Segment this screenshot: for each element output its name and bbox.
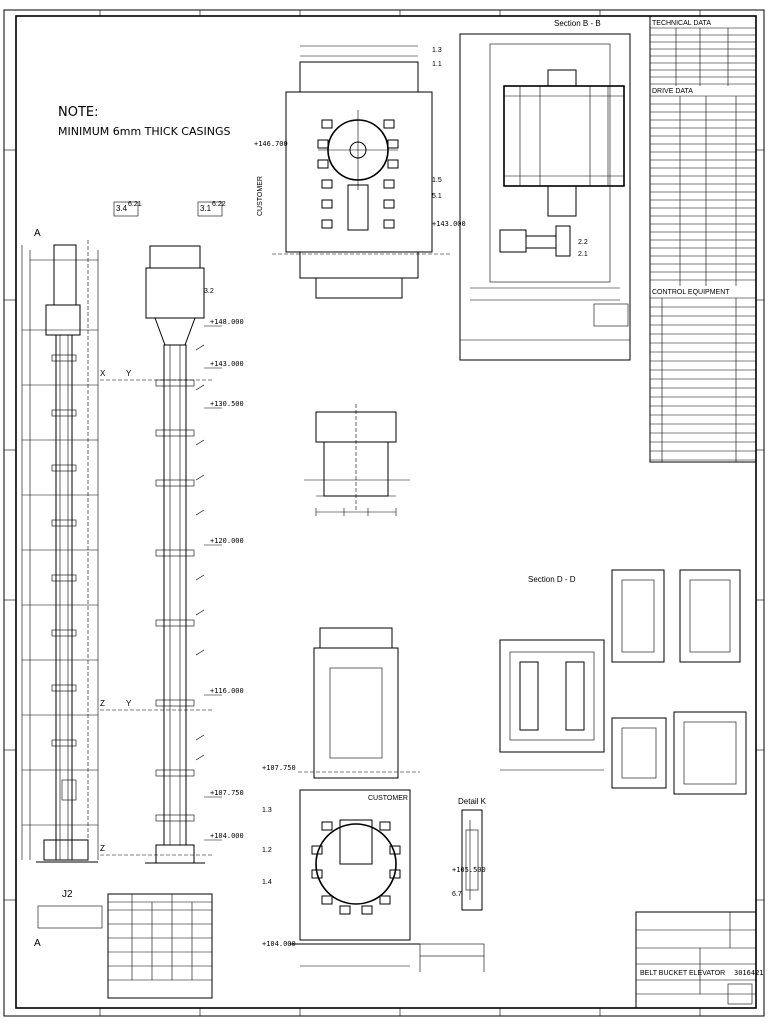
detail-k-title: Detail K <box>458 797 487 806</box>
customer-label: CUSTOMER <box>368 795 408 802</box>
technical-data-table: TECHNICAL DATA DRIVE DATA CONTROL EQUIPM… <box>649 15 757 463</box>
sheet-border <box>3 9 765 1017</box>
note-heading: NOTE: <box>58 105 99 120</box>
drive-data-title: DRIVE DATA <box>652 88 693 95</box>
callout-1-3: 1.3 <box>432 47 442 54</box>
level-z-label: Z <box>100 699 105 708</box>
flange-details <box>611 569 747 795</box>
detail-level-105500: +105.500 <box>452 866 486 874</box>
callout-6-22: 6.22 <box>212 201 226 208</box>
level-143000-side: +143.000 <box>210 360 244 368</box>
section-b-b-view: Section B - B 2.2 2.1 <box>459 19 631 361</box>
technical-data-columns <box>661 28 737 462</box>
callout-3-2: 3.2 <box>204 288 214 295</box>
detail-mark-j2: J2 <box>62 889 73 900</box>
level-y-label: Y <box>126 369 132 378</box>
front-elevation: X Y Z Y Z +148.000 +143.000 +130.500 +12… <box>100 201 244 999</box>
callout-2-1: 2.1 <box>578 251 588 258</box>
head-section-view: 1.3 1.1 1.5 5.1 +146.700 +143.000 CUSTOM… <box>254 45 466 299</box>
level-107750: +107.750 <box>210 789 244 797</box>
callout-1-4-boot: 1.4 <box>262 879 272 886</box>
note-text: MINIMUM 6mm THICK CASINGS <box>58 125 230 138</box>
level-120000: +120.000 <box>210 537 244 545</box>
general-note: NOTE: MINIMUM 6mm THICK CASINGS <box>58 105 230 138</box>
customer-vertical-label: CUSTOMER <box>257 176 264 216</box>
level-z2-label: Z <box>100 844 105 853</box>
callout-5-1: 5.1 <box>432 193 442 200</box>
level-130500: +130.500 <box>210 400 244 408</box>
section-mark-a-bottom: A <box>34 938 41 949</box>
drawing-number: 3016421 <box>734 969 764 977</box>
drawing-title: BELT BUCKET ELEVATOR <box>640 970 725 977</box>
callout-3-1: 3.1 <box>200 204 212 213</box>
section-mark-a-top: A <box>34 228 41 239</box>
level-104000: +104.000 <box>210 832 244 840</box>
title-block: BELT BUCKET ELEVATOR 3016421 <box>635 911 764 1009</box>
boot-level-107750: +107.750 <box>262 764 296 772</box>
technical-data-rows <box>650 27 756 461</box>
callout-6-21: 6.21 <box>128 201 142 208</box>
detail-k-view: Detail K 6.7 +105.500 <box>419 797 487 972</box>
boot-level-104000: +104.000 <box>262 940 296 948</box>
callout-2-2: 2.2 <box>578 239 588 246</box>
section-d-d-view: Section D - D <box>499 575 605 771</box>
section-d-d-title: Section D - D <box>528 575 576 584</box>
company-logo <box>727 983 753 1005</box>
technical-data-title: TECHNICAL DATA <box>652 20 711 27</box>
callout-3-4: 3.4 <box>116 204 128 213</box>
callout-1-5: 1.5 <box>432 177 442 184</box>
side-elevation-left: A A J2 <box>21 228 103 949</box>
boot-section-view: CUSTOMER +107.750 +104.000 1.3 1.2 1.4 <box>262 627 420 967</box>
level-148000: +148.000 <box>210 318 244 326</box>
level-146-700: +146.700 <box>254 140 288 148</box>
callout-1-1: 1.1 <box>432 61 442 68</box>
section-b-b-title: Section B - B <box>554 19 601 28</box>
callout-1-3-boot: 1.3 <box>262 807 272 814</box>
callout-1-2-boot: 1.2 <box>262 847 272 854</box>
level-143000: +143.000 <box>432 220 466 228</box>
callout-6-7: 6.7 <box>452 891 462 898</box>
level-116000: +116.000 <box>210 687 244 695</box>
control-equipment-title: CONTROL EQUIPMENT <box>652 289 730 296</box>
level-table <box>107 893 213 999</box>
section-x-x-view <box>304 404 410 516</box>
level-x-label: X <box>100 369 106 378</box>
level-y2-label: Y <box>126 699 132 708</box>
